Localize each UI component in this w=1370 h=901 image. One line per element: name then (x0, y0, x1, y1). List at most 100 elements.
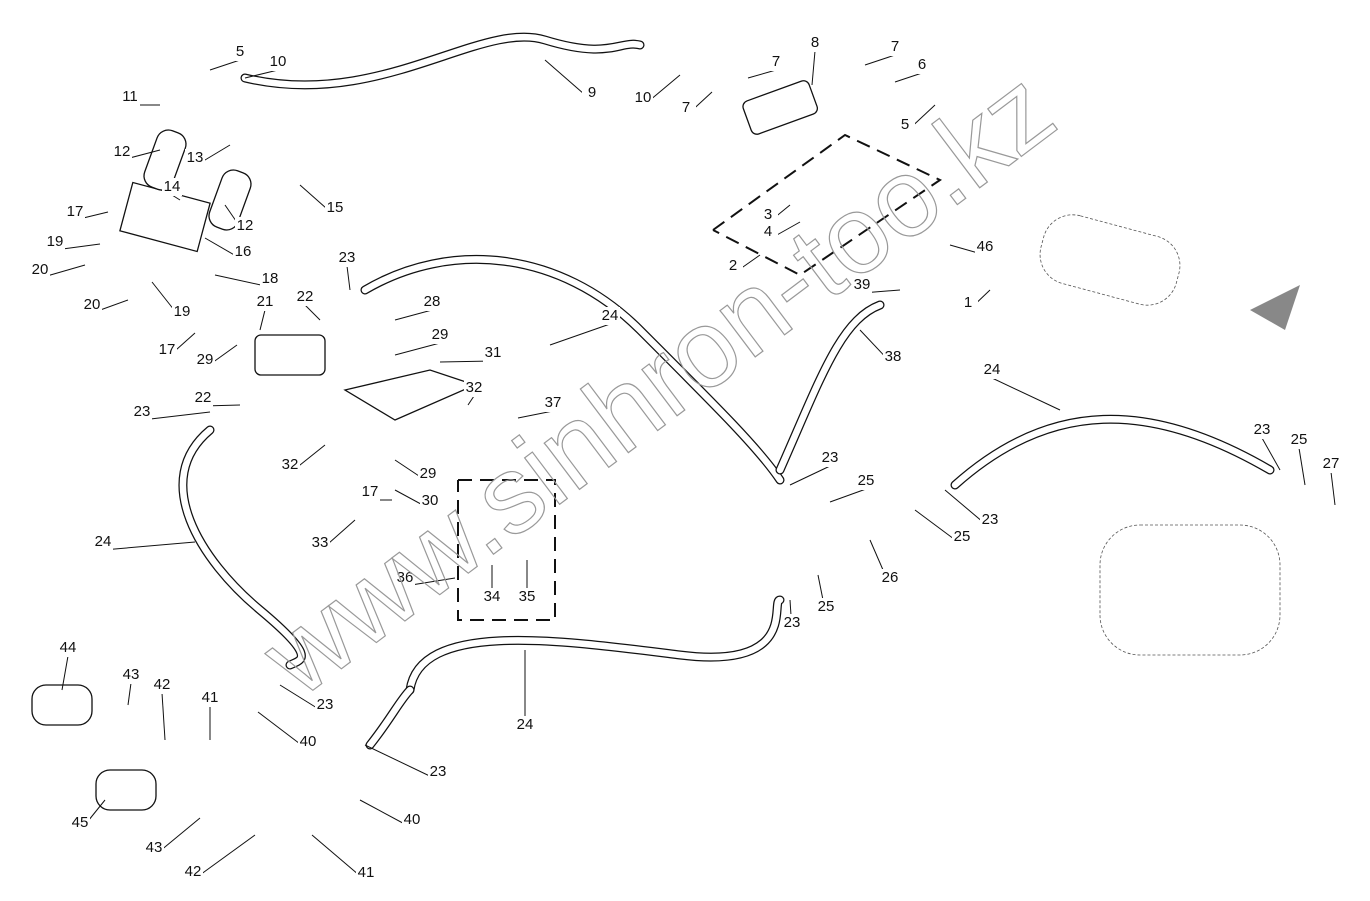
callout-background (200, 689, 220, 707)
callout-background (912, 56, 932, 74)
callout-label: 13 (187, 149, 204, 166)
air-tank-ghost (1099, 524, 1281, 656)
callout-background (430, 326, 450, 344)
callout-background (852, 276, 872, 294)
callout-label: 17 (67, 203, 84, 220)
callout-label: 17 (159, 341, 176, 358)
callout-label: 40 (404, 811, 421, 828)
callout-label: 11 (122, 88, 138, 105)
direction-arrow-icon (1250, 285, 1300, 330)
callout-label: 41 (202, 689, 219, 706)
leader-line (304, 304, 321, 321)
callout-background (260, 270, 280, 288)
leader-line (141, 411, 211, 421)
leader-line (244, 69, 279, 79)
air-hose (179, 426, 305, 669)
callout-label: 25 (818, 598, 835, 615)
callout-label: 29 (432, 326, 449, 343)
callout-label: 7 (772, 53, 780, 70)
callout-background (958, 294, 978, 312)
callout-background (816, 598, 836, 616)
callout-label: 8 (811, 34, 819, 51)
callout-background (310, 534, 330, 552)
callout-label: 16 (235, 243, 252, 260)
callout-label: 23 (1254, 421, 1271, 438)
callout-label: 27 (1323, 455, 1340, 472)
leader-line (467, 395, 475, 406)
callout-background (582, 84, 602, 102)
callout-background (162, 178, 182, 196)
air-hose (776, 301, 884, 474)
leader-line (1298, 447, 1306, 486)
callout-background (975, 238, 995, 256)
callout-label: 17 (362, 483, 379, 500)
callout-background (1321, 455, 1341, 473)
callout-background (856, 472, 876, 490)
callout-label: 36 (397, 569, 414, 586)
callout-background (82, 296, 102, 314)
callout-background (295, 288, 315, 306)
callout-label: 22 (297, 288, 314, 305)
callout-background (883, 348, 903, 366)
spring-cylinder-ghost (1039, 214, 1181, 306)
callout-background (482, 588, 502, 606)
callout-background (1289, 431, 1309, 449)
callout-background (144, 839, 164, 857)
callout-background (152, 676, 172, 694)
callout-label: 41 (358, 864, 375, 881)
callout-label: 30 (422, 492, 439, 509)
leader-line (61, 655, 69, 691)
callout-background (65, 203, 85, 221)
callout-background (418, 465, 438, 483)
callout-label: 18 (262, 270, 279, 287)
callout-background (420, 492, 440, 510)
callout-label: 35 (519, 588, 536, 605)
callout-background (185, 149, 205, 167)
callout-background (820, 449, 840, 467)
callout-background (183, 863, 203, 881)
callout-background (395, 569, 415, 587)
leader-line (192, 834, 256, 881)
callout-background (360, 483, 380, 501)
callout-background (45, 233, 65, 251)
callout-label: 22 (195, 389, 212, 406)
coupling-head-45 (95, 769, 157, 811)
leader-line (991, 377, 1061, 411)
leader-line (346, 265, 351, 291)
callout-label: 34 (484, 588, 501, 605)
spring (208, 169, 252, 231)
callout-label: 19 (174, 303, 191, 320)
callout-label: 12 (114, 143, 131, 160)
leader-line (209, 59, 241, 71)
callout-background (428, 763, 448, 781)
callout-background (195, 351, 215, 369)
callout-label: 29 (197, 351, 214, 368)
spring (143, 129, 187, 191)
callout-label: 23 (134, 403, 151, 420)
callout-label: 21 (257, 293, 274, 310)
air-hose (406, 596, 784, 694)
callout-label: 23 (339, 249, 356, 266)
callout-background (233, 243, 253, 261)
callout-background (402, 811, 422, 829)
leader-line (102, 541, 196, 551)
kit-boundary-36 (457, 479, 556, 621)
air-hose (240, 32, 645, 90)
callout-background (543, 394, 563, 412)
callout-label: 24 (984, 361, 1001, 378)
callout-label: 31 (485, 344, 502, 361)
air-hose (241, 33, 644, 89)
callout-label: 15 (327, 199, 344, 216)
callout-label: 25 (954, 528, 971, 545)
callout-background (157, 341, 177, 359)
leader-line (747, 69, 777, 79)
callout-background (112, 143, 132, 161)
leader-line (789, 465, 831, 486)
callout-label: 40 (300, 733, 317, 750)
callout-label: 32 (466, 379, 483, 396)
callout-label: 44 (60, 639, 77, 656)
callout-label: 24 (602, 307, 619, 324)
